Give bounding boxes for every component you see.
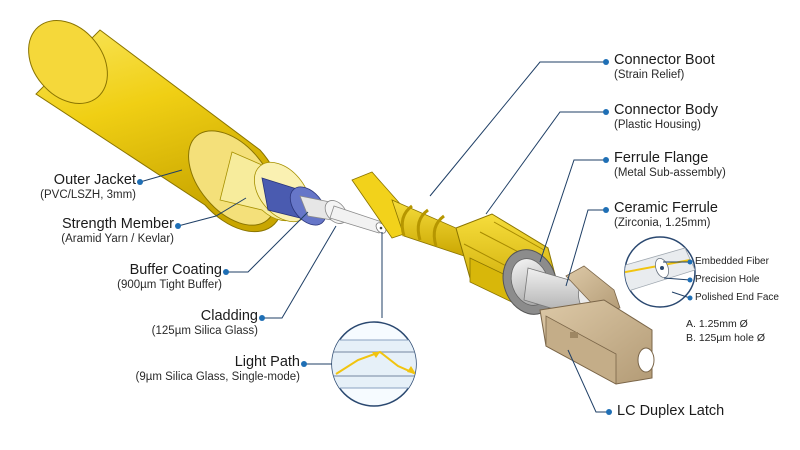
label-title: Connector Boot — [614, 52, 715, 68]
label-subtitle: (900µm Tight Buffer) — [117, 278, 222, 291]
label-ceramic-ferrule: Ceramic Ferrule (Zirconia, 1.25mm) — [614, 200, 718, 230]
label-connector-body: Connector Body (Plastic Housing) — [614, 102, 718, 132]
label-subtitle: (Plastic Housing) — [614, 118, 701, 131]
lc-latch-art — [539, 265, 655, 385]
inset-label-precision-hole: Precision Hole — [695, 274, 760, 285]
label-title: Buffer Coating — [129, 262, 222, 278]
end-face-inset — [624, 236, 696, 308]
label-subtitle: (Strain Relief) — [614, 68, 685, 81]
label-ferrule-flange: Ferrule Flange (Metal Sub-assembly) — [614, 150, 726, 180]
label-lc-duplex-latch: LC Duplex Latch — [617, 403, 724, 420]
dimension-b: B. 125µm hole Ø — [686, 331, 766, 344]
label-title: LC Duplex Latch — [617, 403, 725, 419]
inset-label-polished-end-face: Polished End Face — [695, 292, 779, 303]
buffer-coating — [261, 177, 348, 226]
label-light-path: Light Path (9µm Silica Glass, Single-mod… — [136, 354, 300, 384]
label-subtitle: (9µm Silica Glass, Single-mode) — [135, 370, 300, 383]
label-subtitle: (125µm Silica Glass) — [151, 324, 258, 337]
label-title: Outer Jacket — [53, 172, 136, 188]
label-subtitle: (PVC/LSZH, 3mm) — [40, 188, 136, 201]
leader-lines — [139, 61, 691, 413]
label-title: Strength Member — [61, 216, 174, 232]
label-strength-member: Strength Member (Aramid Yarn / Kevlar) — [61, 216, 174, 246]
label-connector-boot: Connector Boot (Strain Relief) — [614, 52, 715, 82]
dimension-notes: A. 1.25mm Ø B. 125µm hole Ø — [686, 318, 765, 345]
label-outer-jacket: Outer Jacket (PVC/LSZH, 3mm) — [40, 172, 136, 202]
leader-dots — [137, 59, 693, 415]
label-title: Cladding — [200, 308, 258, 324]
label-title: Ferrule Flange — [614, 150, 709, 166]
label-cladding: Cladding (125µm Silica Glass) — [152, 308, 258, 338]
label-title: Light Path — [234, 354, 300, 370]
light-path-magnifier — [331, 321, 417, 407]
label-subtitle: (Metal Sub-assembly) — [614, 166, 726, 179]
connector-boot-art — [351, 171, 471, 259]
dimension-a: A. 1.25mm Ø — [686, 318, 748, 330]
label-buffer-coating: Buffer Coating (900µm Tight Buffer) — [117, 262, 222, 292]
label-subtitle: (Zirconia, 1.25mm) — [614, 216, 711, 229]
label-title: Ceramic Ferrule — [614, 200, 718, 216]
label-subtitle: (Aramid Yarn / Kevlar) — [61, 232, 174, 245]
label-title: Connector Body — [614, 102, 718, 118]
inset-label-embedded-fiber: Embedded Fiber — [695, 256, 769, 267]
